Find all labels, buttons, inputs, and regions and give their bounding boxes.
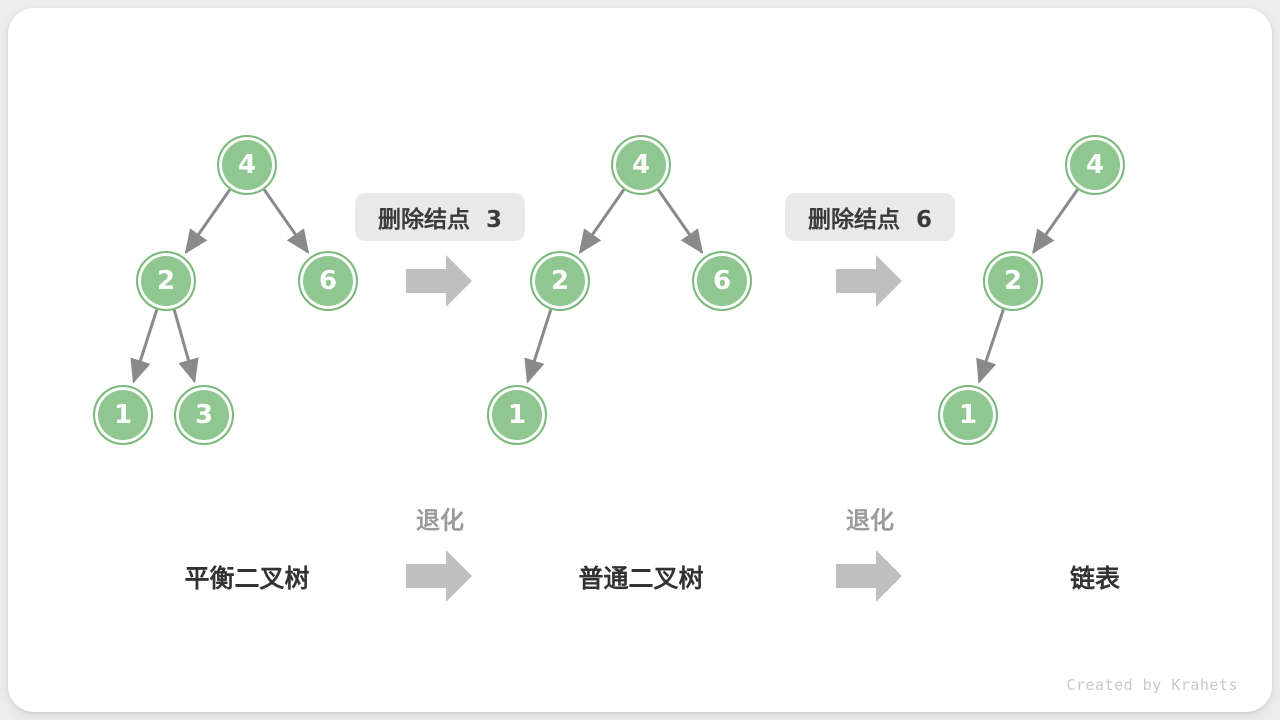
tree2-node-4-value: 4	[631, 150, 651, 180]
tree1-node-2-value: 2	[156, 266, 176, 296]
tree3-name-label: 链表	[1069, 564, 1121, 593]
tree1-node-1-value: 1	[113, 400, 133, 430]
tree3-node-2-value: 2	[1003, 266, 1023, 296]
tree2-node-1-value: 1	[507, 400, 527, 430]
tree3-node-2: 2	[983, 251, 1043, 311]
tree3-node-4: 4	[1065, 135, 1125, 195]
tree2-name-label: 普通二叉树	[578, 564, 704, 593]
tree2-node-1: 1	[487, 385, 547, 445]
tree3-node-1: 1	[938, 385, 998, 445]
tree1-node-2: 2	[136, 251, 196, 311]
tree3-node-1-value: 1	[958, 400, 978, 430]
operation-label-delete-6: 删除结点 6	[785, 193, 955, 241]
tree1-node-1: 1	[93, 385, 153, 445]
tree1-node-3: 3	[174, 385, 234, 445]
tree2-node-4: 4	[611, 135, 671, 195]
tree2-node-6-value: 6	[712, 266, 732, 296]
degenerate1-label: 退化	[416, 506, 464, 535]
tree1-node-6-value: 6	[318, 266, 338, 296]
tree1-node-6: 6	[298, 251, 358, 311]
watermark-credit: Created by Krahets	[1066, 676, 1238, 694]
tree2-node-2: 2	[530, 251, 590, 311]
tree3-node-4-value: 4	[1085, 150, 1105, 180]
tree1-name-label: 平衡二叉树	[184, 564, 310, 593]
tree2-node-6: 6	[692, 251, 752, 311]
tree1-node-4: 4	[217, 135, 277, 195]
tree1-node-3-value: 3	[194, 400, 214, 430]
tree1-node-4-value: 4	[237, 150, 257, 180]
tree2-node-2-value: 2	[550, 266, 570, 296]
degenerate2-label: 退化	[846, 506, 894, 535]
diagram-card	[8, 8, 1272, 712]
operation-label-delete-3: 删除结点 3	[355, 193, 525, 241]
